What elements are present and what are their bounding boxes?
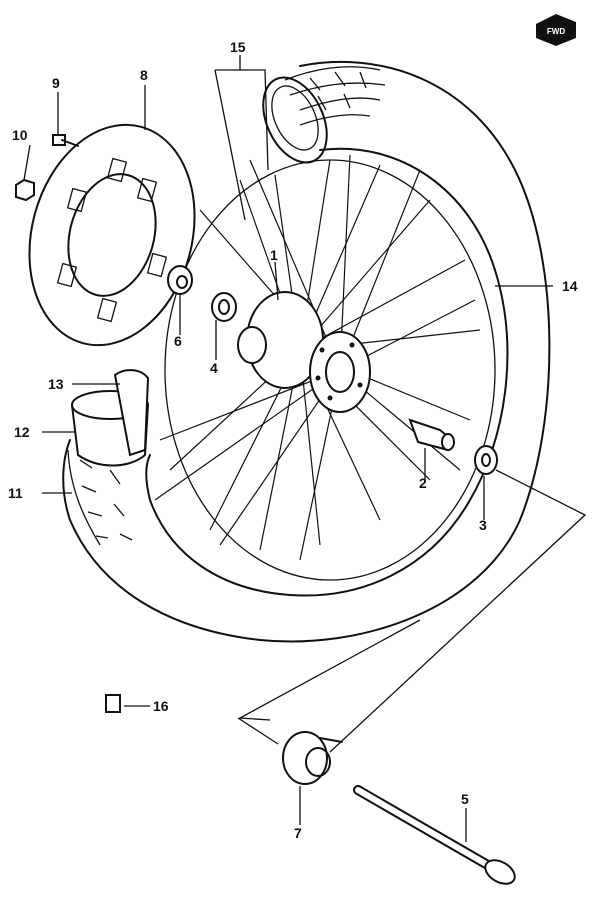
callout-14: 14 [562,278,578,294]
nut [15,178,35,202]
callout-12: 12 [14,424,30,440]
rim-band [113,369,150,457]
callout-10: 10 [12,127,28,143]
callout-1: 1 [270,247,278,263]
callout-9: 9 [52,75,60,91]
valve-cap [105,694,121,713]
disc-bolt [52,134,79,147]
leader-lines [23,55,553,842]
axle-spacer [408,418,455,452]
callout-5: 5 [461,791,469,807]
bearing-left [211,292,237,322]
brake-disc [28,123,196,347]
callout-6: 6 [174,333,182,349]
tire [62,60,551,643]
spacer [167,265,193,295]
callout-3: 3 [479,517,487,533]
forward-arrow-badge: FWD [536,14,576,46]
callout-15: 15 [230,39,246,55]
callout-labels: 1 2 3 4 5 6 7 8 9 10 11 12 13 14 15 16 [8,39,578,841]
callout-11: 11 [8,485,23,501]
callout-2: 2 [419,475,427,491]
assembly-leaders [237,469,587,753]
axle [353,785,516,885]
forward-arrow-label: FWD [547,27,565,36]
speedometer-gearbox [282,731,343,785]
callout-8: 8 [140,67,148,83]
bearing-right [474,445,498,475]
hub [237,291,371,413]
callout-13: 13 [48,376,64,392]
callout-4: 4 [210,360,218,376]
callout-16: 16 [153,698,169,714]
callout-7: 7 [294,825,302,841]
